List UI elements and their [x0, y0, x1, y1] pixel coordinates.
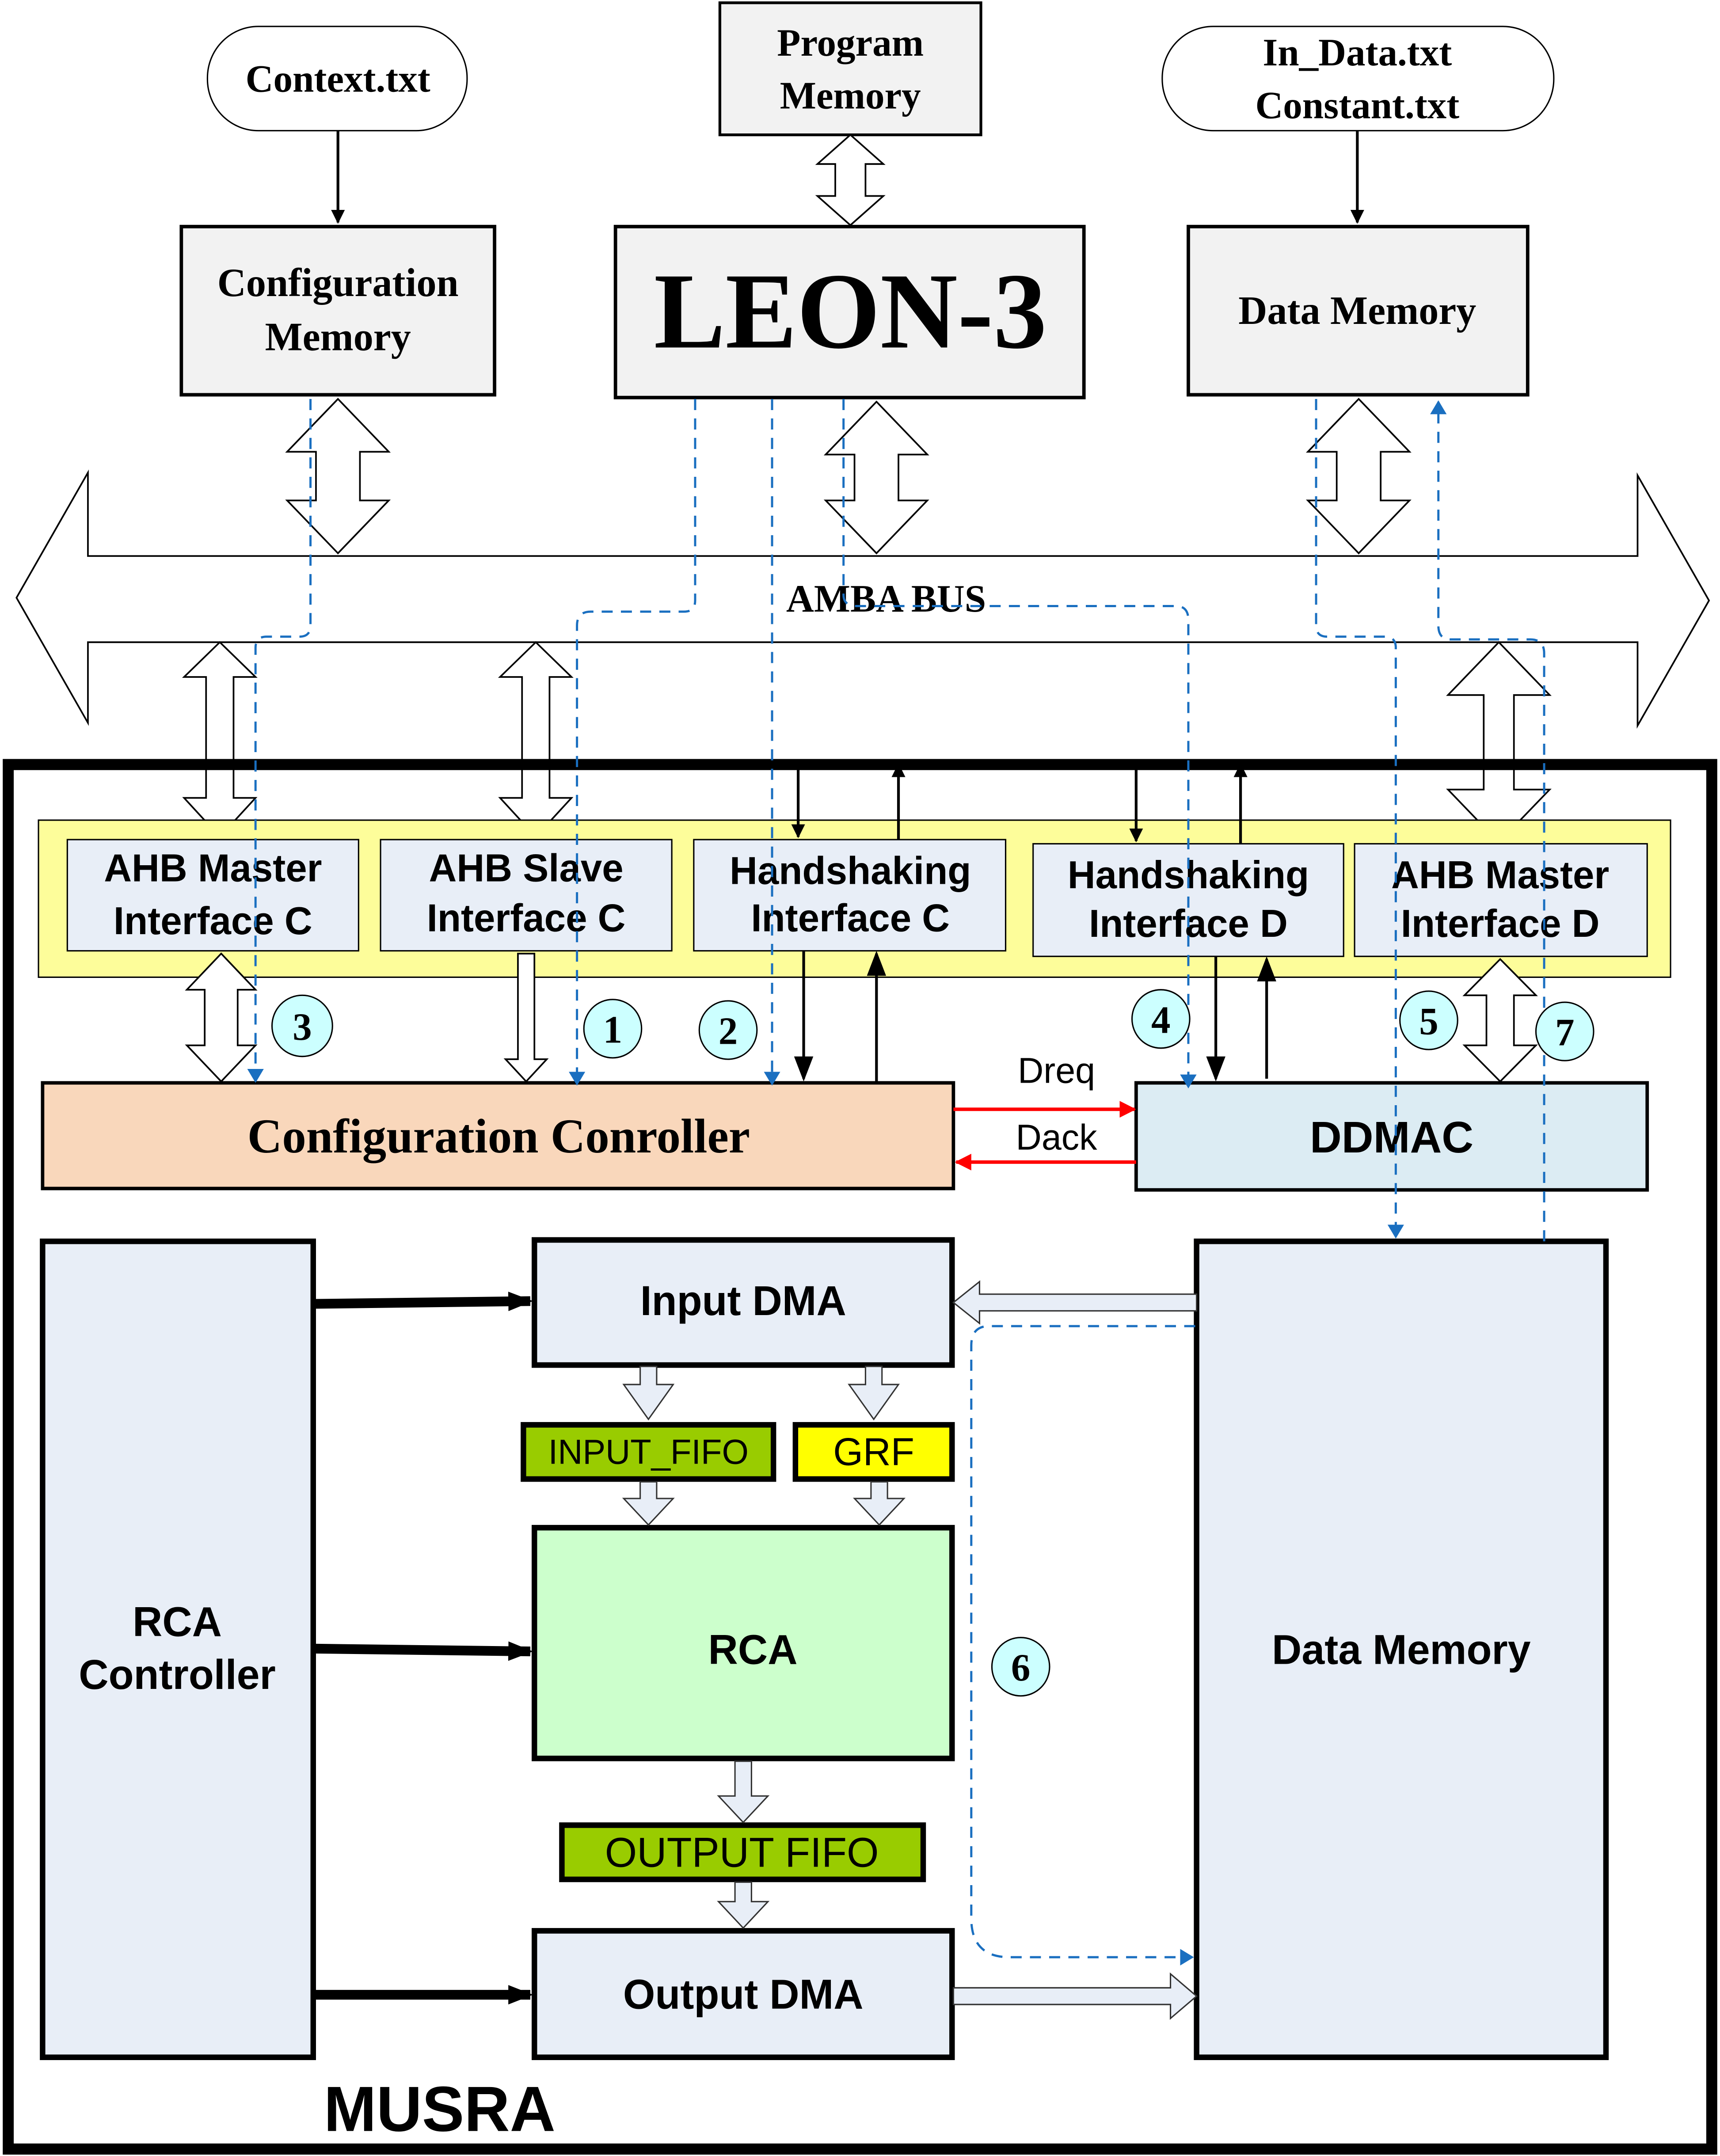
svg-text:2: 2	[719, 1009, 738, 1053]
bidirectional-arrow-icon	[823, 400, 929, 555]
svg-text:Context.txt: Context.txt	[246, 57, 430, 100]
svg-text:LEON-3: LEON-3	[654, 251, 1047, 371]
grf: GRF	[792, 1422, 955, 1482]
svg-text:Constant.txt: Constant.txt	[1255, 84, 1459, 127]
bidirectional-arrow-icon	[285, 398, 391, 555]
step-markers: 1 2 3 4 5 6 7	[271, 989, 1594, 1697]
svg-text:RCA: RCA	[133, 1598, 222, 1645]
bidirectional-arrow-icon	[1446, 641, 1552, 844]
svg-text:RCA: RCA	[708, 1626, 798, 1673]
svg-text:INPUT_FIFO: INPUT_FIFO	[548, 1432, 749, 1472]
step-2: 2	[698, 1000, 758, 1060]
amba-bus: AMBA BUS	[15, 469, 1710, 729]
ahb-master-interface-c: AHB Master Interface C	[66, 839, 359, 952]
svg-text:Controller: Controller	[79, 1651, 275, 1698]
svg-text:Data Memory: Data Memory	[1272, 1626, 1531, 1673]
program-memory: Program Memory	[718, 1, 982, 137]
svg-text:Input DMA: Input DMA	[640, 1277, 846, 1324]
step-7: 7	[1535, 1001, 1594, 1061]
handshaking-interface-c: Handshaking Interface C	[693, 839, 1007, 952]
output-dma: Output DMA	[532, 1928, 955, 2060]
dashed-control-paths	[247, 399, 1545, 1966]
svg-text:GRF: GRF	[833, 1430, 914, 1474]
step-4: 4	[1131, 989, 1191, 1049]
bidirectional-arrow-icon	[1305, 398, 1412, 555]
musra-label: MUSRA	[324, 2074, 556, 2145]
svg-text:Output DMA: Output DMA	[623, 1971, 864, 2018]
step-6: 6	[991, 1637, 1050, 1697]
bidirectional-arrow-icon	[815, 133, 886, 227]
svg-text:Program: Program	[777, 21, 924, 64]
data-flow-arrows	[622, 1280, 1198, 2020]
dack-label: Dack	[1016, 1117, 1097, 1158]
ddmac: DDMAC	[1134, 1081, 1649, 1192]
svg-text:OUTPUT FIFO: OUTPUT FIFO	[605, 1829, 879, 1876]
svg-text:DDMAC: DDMAC	[1310, 1112, 1473, 1162]
svg-text:AMBA BUS: AMBA BUS	[786, 577, 986, 620]
ahb-slave-interface-c: AHB Slave Interface C	[380, 839, 673, 952]
bidirectional-arrow-icon	[498, 641, 574, 838]
svg-text:1: 1	[603, 1008, 623, 1051]
rca: RCA	[532, 1525, 955, 1761]
data-memory-musra: Data Memory	[1194, 1238, 1609, 2060]
svg-text:5: 5	[1419, 1000, 1438, 1043]
svg-text:In_Data.txt: In_Data.txt	[1263, 30, 1452, 74]
svg-text:AHB Master: AHB Master	[1391, 853, 1609, 897]
svg-text:Interface C: Interface C	[427, 896, 626, 940]
ahb-master-interface-d: AHB Master Interface D	[1354, 843, 1648, 957]
svg-text:4: 4	[1151, 998, 1171, 1042]
step-3: 3	[271, 994, 333, 1057]
configuration-controller: Configuration Conroller	[41, 1081, 955, 1190]
output-fifo: OUTPUT FIFO	[559, 1822, 926, 1882]
input-dma: Input DMA	[532, 1237, 955, 1368]
step-5: 5	[1399, 990, 1458, 1050]
svg-text:Interface C: Interface C	[751, 896, 950, 940]
svg-text:Configuration Conroller: Configuration Conroller	[247, 1109, 750, 1163]
svg-text:Memory: Memory	[780, 74, 921, 117]
svg-text:Interface D: Interface D	[1401, 902, 1600, 946]
step-1: 1	[583, 999, 643, 1059]
svg-text:6: 6	[1011, 1646, 1031, 1689]
svg-text:Interface C: Interface C	[114, 899, 312, 943]
svg-text:Handshaking: Handshaking	[730, 849, 971, 893]
data-files: In_Data.txt Constant.txt	[1161, 26, 1555, 132]
svg-text:7: 7	[1555, 1011, 1575, 1054]
leon-3-processor: LEON-3	[613, 224, 1086, 399]
dreq-label: Dreq	[1018, 1050, 1095, 1091]
configuration-memory: Configuration Memory	[179, 224, 496, 397]
rca-controller: RCA Controller	[40, 1238, 316, 2060]
svg-text:Memory: Memory	[265, 314, 411, 359]
svg-text:3: 3	[293, 1005, 312, 1049]
musra-boundary	[3, 759, 1717, 2155]
svg-text:Configuration: Configuration	[217, 260, 459, 305]
svg-text:Data Memory: Data Memory	[1238, 288, 1476, 333]
data-memory-top: Data Memory	[1187, 224, 1530, 397]
context-file: Context.txt	[206, 26, 468, 132]
svg-text:AHB Slave: AHB Slave	[429, 846, 624, 890]
input-fifo: INPUT_FIFO	[521, 1422, 776, 1482]
svg-text:AHB Master: AHB Master	[104, 846, 322, 890]
down-arrow-icon	[503, 953, 549, 1083]
bidirectional-arrow-icon	[182, 641, 258, 838]
